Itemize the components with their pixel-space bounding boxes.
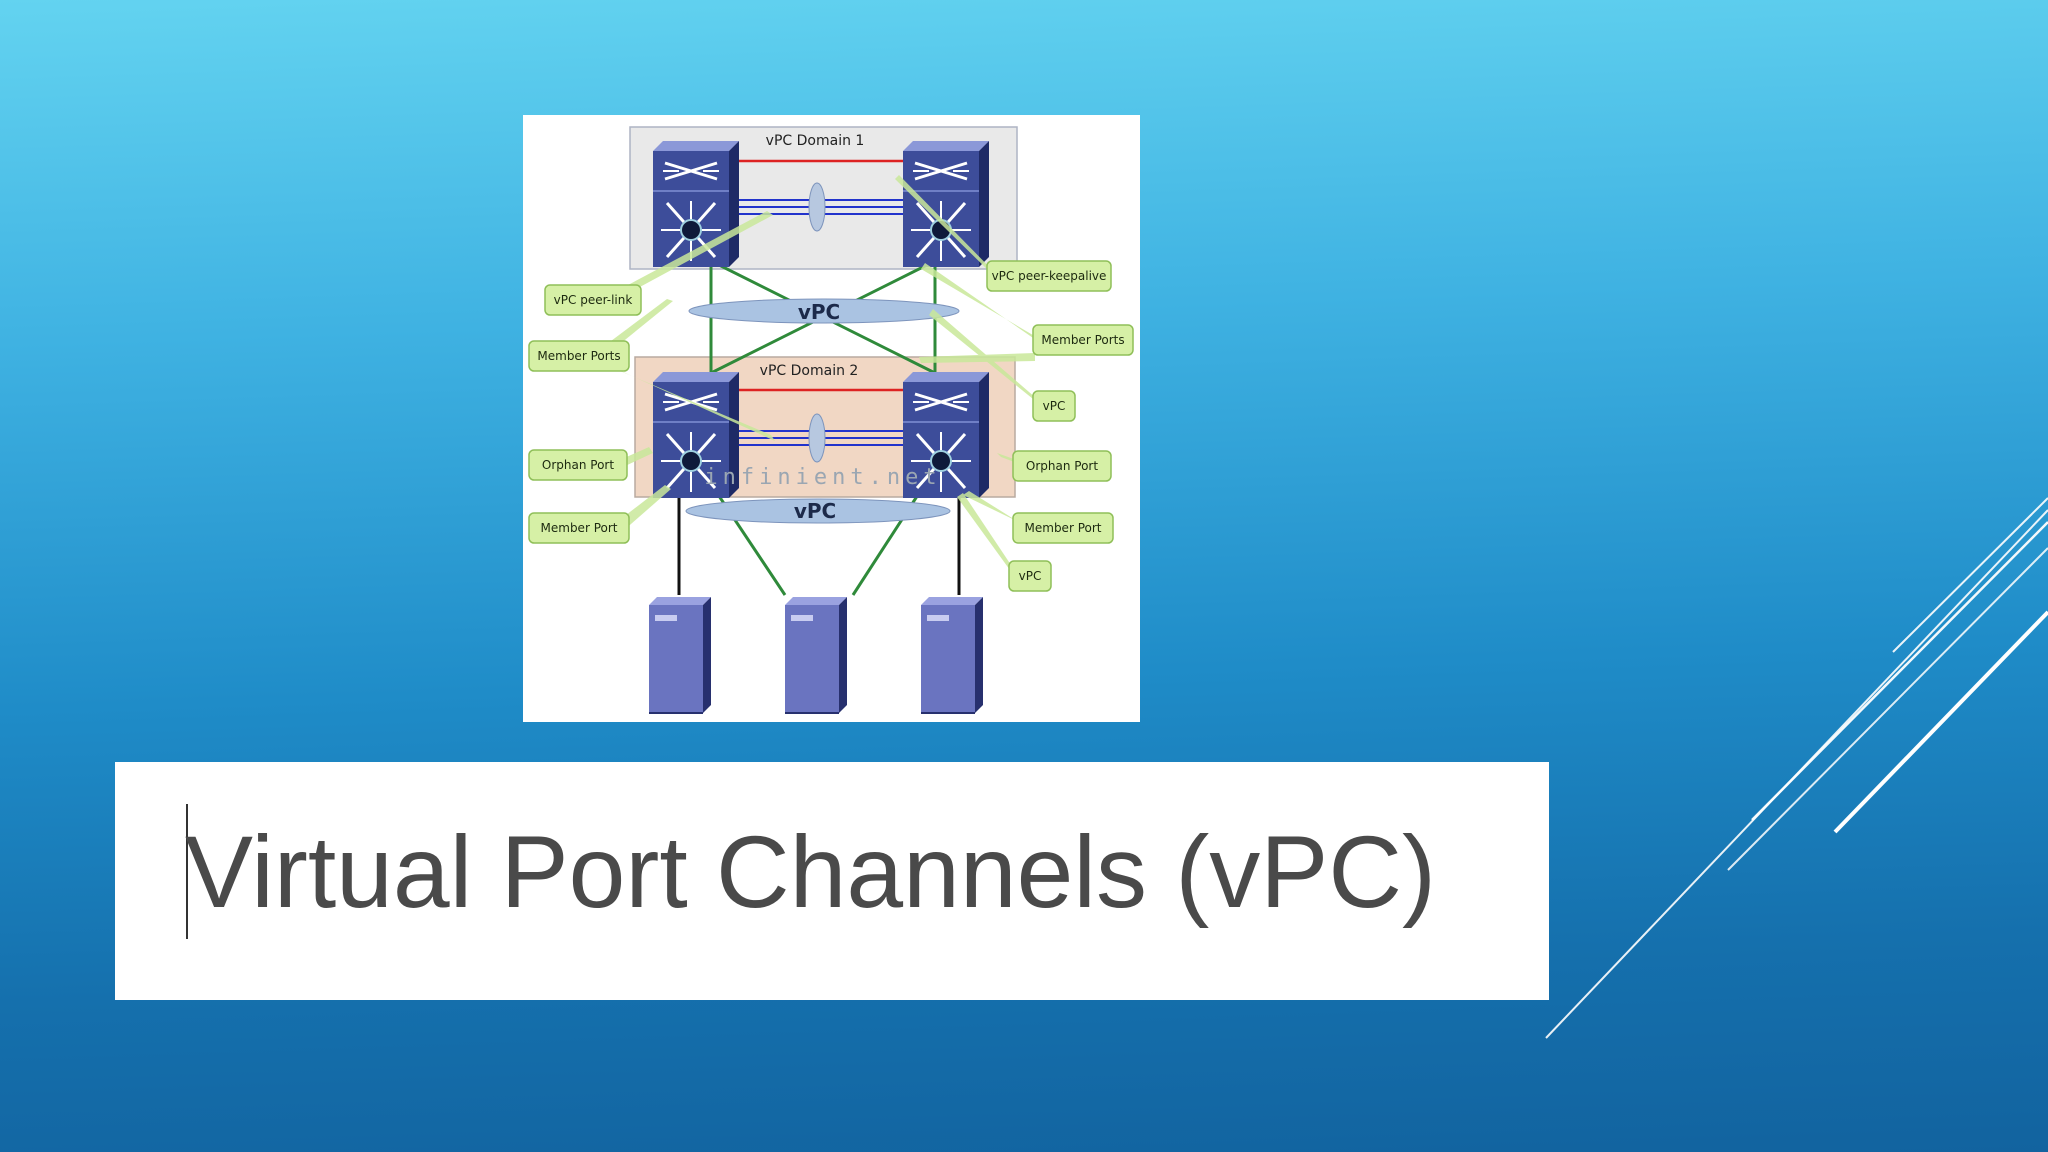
callout-peer-keepalive: vPC peer-keepalive <box>986 260 1112 292</box>
label-orphan-port-left: Orphan Port <box>542 458 614 472</box>
switch-icon <box>901 139 991 269</box>
label-member-port-right: Member Port <box>1025 521 1102 535</box>
switch-icon <box>651 139 741 269</box>
decorative-lines <box>1545 497 2048 1039</box>
slide-title[interactable]: Virtual Port Channels (vPC) <box>185 815 1436 929</box>
callout-member-port-right: Member Port <box>1012 512 1114 544</box>
vpc-lower-ellipse <box>685 498 951 524</box>
title-placeholder[interactable]: Virtual Port Channels (vPC) <box>115 762 1549 1000</box>
callout-orphan-port-left: Orphan Port <box>528 449 628 481</box>
vpc-upper-label: vPC <box>798 300 840 324</box>
label-peer-link: vPC peer-link <box>554 293 633 307</box>
label-peer-keepalive: vPC peer-keepalive <box>992 269 1107 283</box>
callout-orphan-port-right: Orphan Port <box>1012 450 1112 482</box>
callout-peer-link: vPC peer-link <box>544 284 642 316</box>
callout-vpc-right-upper: vPC <box>1032 390 1076 422</box>
vpc-network-diagram: vPC Domain 1 vPC Domain 2 <box>523 115 1140 722</box>
label-orphan-port-right: Orphan Port <box>1026 459 1098 473</box>
server-icon <box>648 596 712 714</box>
vpc-lower-label: vPC <box>794 499 836 523</box>
label-member-ports-right: Member Ports <box>1041 333 1124 347</box>
server-icon <box>920 596 984 714</box>
label-member-port-left: Member Port <box>541 521 618 535</box>
callout-member-ports-right: Member Ports <box>1032 324 1134 356</box>
label-vpc-right-upper: vPC <box>1043 399 1066 413</box>
vpc-domain-1-label: vPC Domain 1 <box>766 133 865 149</box>
vpc-domain-2-label: vPC Domain 2 <box>760 363 859 379</box>
callout-vpc-right-lower: vPC <box>1008 560 1052 592</box>
callout-member-ports-left: Member Ports <box>528 340 630 372</box>
diagram-svg: vPC Domain 1 vPC Domain 2 <box>528 126 1134 714</box>
server-icon <box>784 596 848 714</box>
watermark: infinient.net <box>704 465 941 490</box>
vpc-upper-ellipse <box>688 298 960 324</box>
callout-member-port-left: Member Port <box>528 512 630 544</box>
label-vpc-right-lower: vPC <box>1019 569 1042 583</box>
text-caret <box>186 804 188 939</box>
label-member-ports-left: Member Ports <box>537 349 620 363</box>
